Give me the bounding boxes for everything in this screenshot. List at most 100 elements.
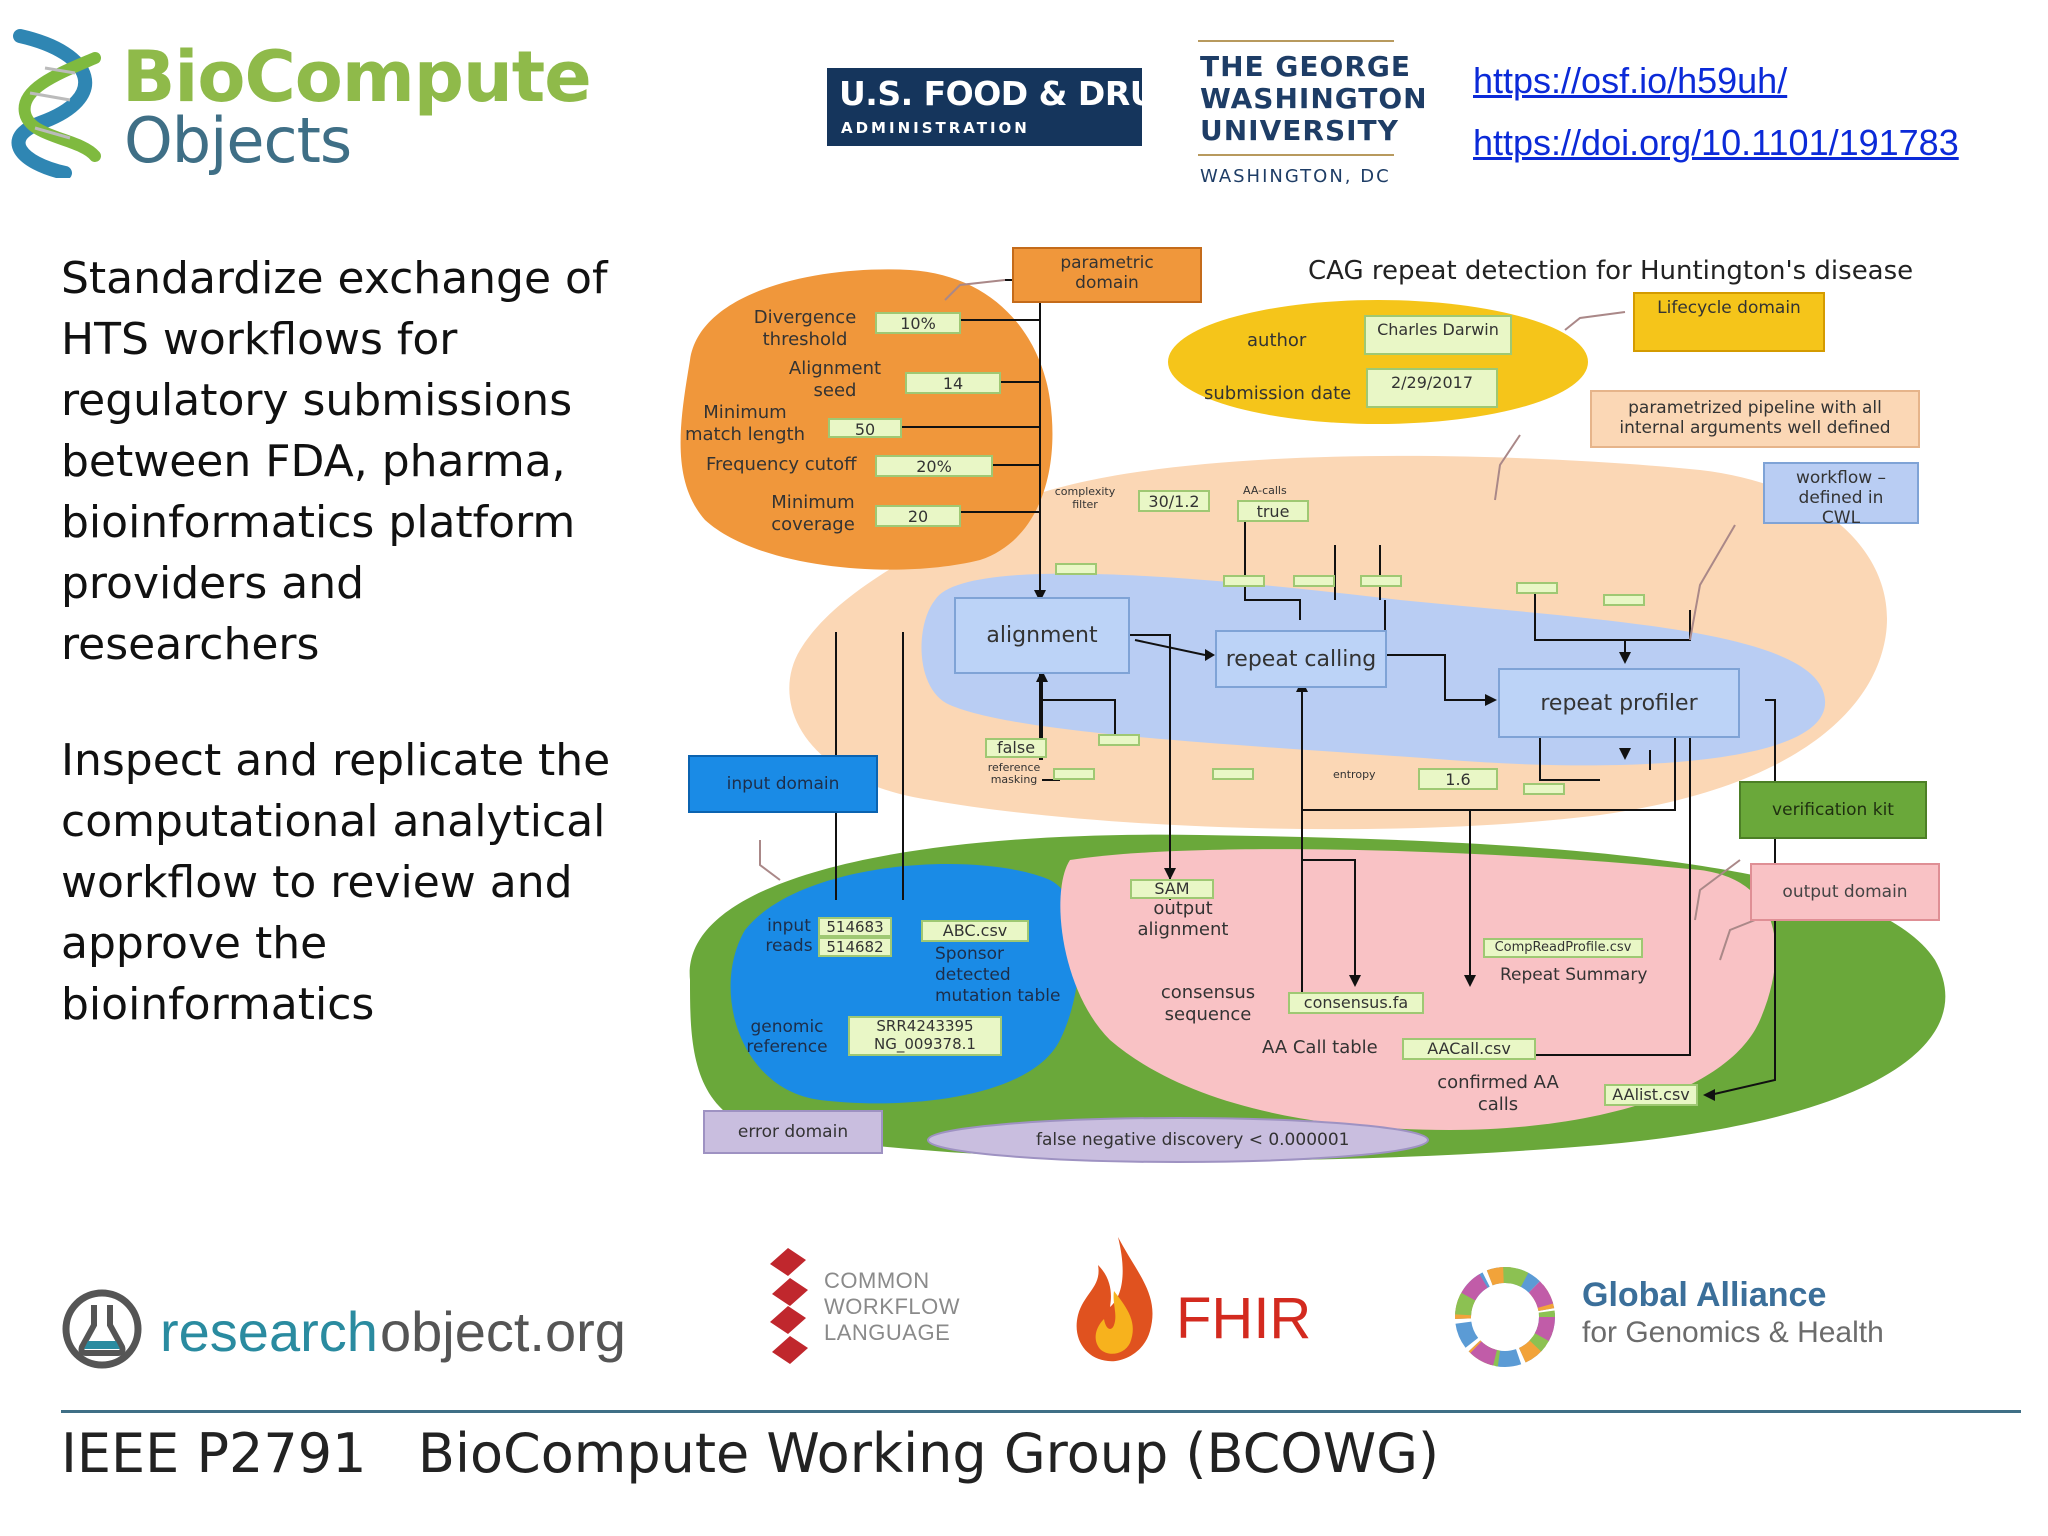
gwu-mid-rule [1198, 154, 1394, 156]
workflow-cwl-box: workflow – defined in CWL [1763, 462, 1919, 528]
param-label-match: Minimum match length [684, 402, 806, 445]
param-label-divergence: Divergence threshold [753, 307, 857, 350]
paragraph-inspect: Inspect and replicate the computational … [61, 735, 611, 1030]
param-value-coverage: 20 [875, 505, 961, 527]
error-note: false negative discovery < 0.000001 [1036, 1130, 1350, 1150]
alignment-step: alignment [954, 597, 1130, 674]
consensus-sequence-label: consensus sequence [1160, 982, 1256, 1025]
fda-logo: U.S. FOOD & DRUG ADMINISTRATION [827, 68, 1183, 146]
doi-link[interactable]: https://doi.org/10.1101/191783 [1473, 122, 1959, 163]
param-label-frequency: Frequency cutoff [706, 454, 857, 475]
lifecycle-domain-box: Lifecycle domain [1633, 292, 1825, 352]
consensus-value: consensus.fa [1288, 992, 1424, 1014]
small-tag-2 [1223, 575, 1265, 587]
sam-desc: output alignment [1137, 898, 1229, 940]
flask-icon [62, 1289, 142, 1369]
genomic-reference-label: genomic reference [746, 1017, 828, 1057]
researchobject-logo: research object.org [60, 1285, 660, 1375]
fhir-text: FHIR [1176, 1286, 1312, 1351]
param-label-seed: Alignment seed [788, 358, 882, 401]
input-domain-box: input domain [688, 755, 878, 813]
biocompute-logo: BioCompute Objects [0, 28, 592, 188]
small-tag-6 [1603, 594, 1645, 606]
parametric-domain-box: parametric domain [1012, 247, 1202, 303]
input-reads-label: input reads [765, 916, 813, 956]
entropy-label: entropy [1333, 768, 1376, 781]
diagram-title: CAG repeat detection for Huntington's di… [1308, 256, 1914, 286]
complexity-filter-label: complexity filter [1054, 485, 1116, 511]
small-tag-8 [1053, 768, 1095, 780]
input-reads-value-2: 514682 [818, 937, 892, 957]
abc-csv-value: ABC.csv [921, 920, 1029, 942]
small-tag-3 [1293, 575, 1335, 587]
small-tag-4 [1360, 575, 1402, 587]
ga4gh-ring-icon [1455, 1267, 1555, 1367]
parametrized-note-box: parametrized pipeline with all internal … [1590, 390, 1920, 448]
gwu-line1: THE GEORGE [1200, 50, 1411, 83]
error-domain-region [927, 1117, 1429, 1163]
entropy-value: 1.6 [1418, 768, 1498, 790]
fhir-logo: FHIR [1068, 1235, 1338, 1365]
repeat-calling-step: repeat calling [1215, 630, 1387, 688]
gwu-top-rule [1198, 40, 1394, 42]
small-tag-10 [1523, 783, 1565, 795]
cwl-line1: COMMON [824, 1268, 930, 1293]
fda-logo-line2: ADMINISTRATION [841, 119, 1030, 137]
ga4gh-subtitle: for Genomics & Health [1582, 1316, 1884, 1349]
ga4gh-title: Global Alliance [1582, 1276, 1827, 1314]
biocompute-logo-subtitle: Objects [124, 104, 352, 177]
genomic-reference-value-2: NG_009378.1 [848, 1036, 1002, 1056]
small-tag-1 [1055, 563, 1097, 575]
comp-read-profile-value: CompReadProfile.csv [1483, 938, 1643, 958]
aacalls-value: true [1237, 500, 1309, 522]
reference-masking-label: reference masking [987, 761, 1041, 786]
gwu-line3: UNIVERSITY [1200, 114, 1399, 147]
verification-kit-box: verification kit [1739, 781, 1927, 839]
repeat-profiler-step: repeat profiler [1498, 668, 1740, 738]
fhir-flame-icon [1076, 1237, 1153, 1362]
input-reads-value-1: 514683 [818, 917, 892, 937]
researchobject-text-part2: object.org [380, 1300, 626, 1363]
footer-rule [61, 1410, 2021, 1413]
error-domain-box: error domain [703, 1110, 883, 1154]
output-domain-box: output domain [1750, 863, 1940, 921]
param-label-coverage: Minimum coverage [771, 492, 855, 535]
paragraph-standardize: Standardize exchange of HTS workflows fo… [61, 253, 608, 670]
author-value: Charles Darwin [1364, 315, 1512, 355]
footer-title: IEEE P2791 BioCompute Working Group (BCO… [61, 1422, 1440, 1485]
gwu-line2: WASHINGTON [1200, 82, 1428, 115]
author-label: author [1247, 330, 1307, 351]
small-tag-7 [1098, 734, 1140, 746]
small-tag-9 [1212, 768, 1254, 780]
aacall-table-label: AA Call table [1262, 1037, 1378, 1058]
confirmed-aa-calls-label: confirmed AA calls [1437, 1072, 1559, 1115]
complexity-filter-value: 30/1.2 [1138, 490, 1210, 512]
fda-logo-line1: U.S. FOOD & DRUG [839, 74, 1183, 113]
sam-value: SAM [1130, 879, 1214, 899]
param-value-divergence: 10% [875, 312, 961, 334]
cwl-chevron-icon [770, 1248, 808, 1364]
param-value-match: 50 [828, 418, 902, 439]
false-value: false [985, 738, 1047, 758]
dna-helix-icon [11, 29, 101, 178]
gwu-logo: THE GEORGE WASHINGTON UNIVERSITY WASHING… [1198, 38, 1427, 198]
researchobject-text-part1: research [160, 1300, 378, 1363]
submission-date-value: 2/29/2017 [1366, 368, 1498, 408]
cwl-logo: COMMON WORKFLOW LANGUAGE [768, 1248, 968, 1364]
cwl-line2: WORKFLOW [824, 1294, 960, 1319]
gwu-line4: WASHINGTON, DC [1200, 166, 1391, 187]
biocompute-logo-title: BioCompute [122, 36, 592, 118]
param-value-frequency: 20% [875, 455, 993, 477]
aacalls-label: AA-calls [1243, 484, 1287, 497]
aalist-value: AAlist.csv [1604, 1084, 1698, 1106]
abc-csv-desc: Sponsor detected mutation table [935, 944, 1061, 1006]
cwl-line3: LANGUAGE [824, 1320, 951, 1345]
genomic-reference-value-1: SRR4243395 [848, 1016, 1002, 1036]
small-tag-5 [1516, 582, 1558, 594]
output-domain-region [1060, 849, 1776, 1130]
submission-date-label: submission date [1204, 383, 1352, 404]
osf-link[interactable]: https://osf.io/h59uh/ [1473, 60, 1788, 101]
param-value-seed: 14 [905, 372, 1001, 394]
comp-read-profile-desc: Repeat Summary [1500, 965, 1648, 985]
ga4gh-logo: Global Alliance for Genomics & Health [1450, 1262, 1950, 1372]
